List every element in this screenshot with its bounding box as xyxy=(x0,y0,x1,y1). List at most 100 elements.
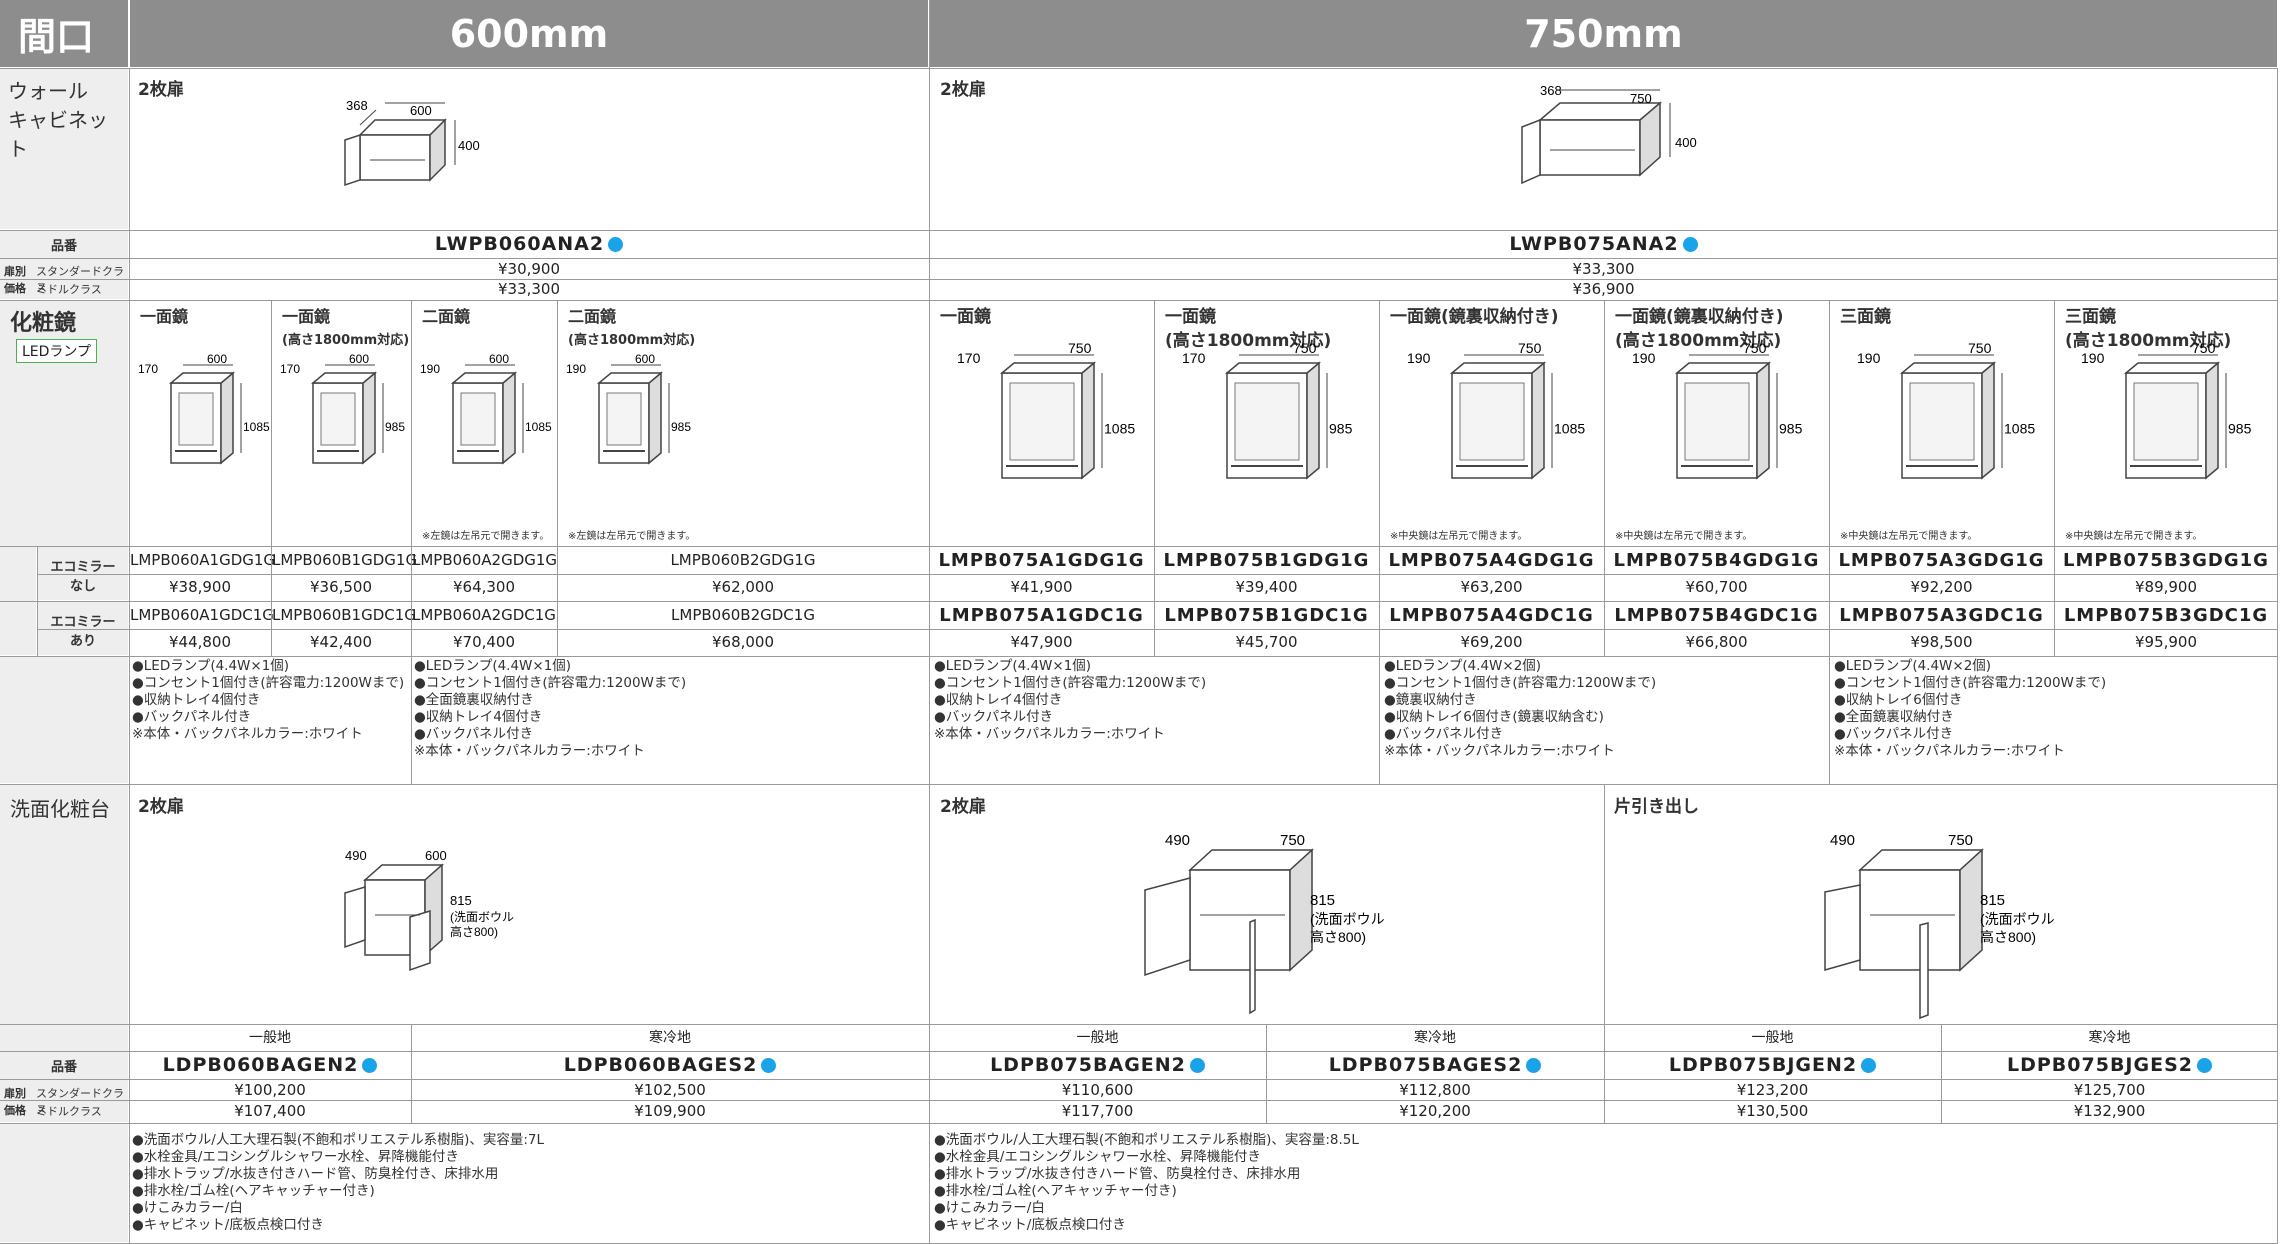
wall-hinban-label: 品番 xyxy=(0,231,128,258)
grid-line xyxy=(1829,301,1830,656)
vanity-750a-note1: (洗面ボウル xyxy=(1310,911,1385,927)
grid-line xyxy=(2054,301,2055,656)
mirror-dim-d: 190 xyxy=(1407,350,1431,366)
wall-750-h: 400 xyxy=(1675,135,1697,150)
mirror-feature-item: ●LEDランプ(4.4W×1個) xyxy=(132,658,290,674)
new-dot-icon xyxy=(761,1058,777,1073)
mirror-price-eco-none: ¥36,500 xyxy=(309,578,373,596)
vanity-std-label: スタンダードクラス xyxy=(36,1087,124,1116)
mirror-label-cell: 化粧鏡 LEDランプ xyxy=(0,301,128,546)
mirror-feat-pad xyxy=(0,657,128,783)
mirror-price-eco-none: ¥64,300 xyxy=(452,578,516,596)
vf600-3: ●排水栓/ゴム栓(ヘアキャッチャー付き) xyxy=(132,1183,375,1199)
mirror-title: 一面鏡 xyxy=(940,307,991,327)
mirror-dim-h: 985 xyxy=(2228,421,2252,437)
mirror-pn-eco: LMPB075A4GDC1G xyxy=(1389,605,1594,626)
mirror-dim-h: 985 xyxy=(1779,421,1803,437)
mirror-price-eco-none: ¥89,900 xyxy=(2134,578,2198,596)
wall-door-600: 2枚扉 xyxy=(138,80,184,100)
mirror-dim-w: 750 xyxy=(1293,343,1317,356)
mirror-feature-item: ●鏡裏収納付き xyxy=(1384,692,1477,708)
mirror-pn-eco: LMPB060B1GDC1G xyxy=(272,606,416,624)
grid-line xyxy=(1379,656,1380,784)
vf750-1: ●水栓金具/エコシングルシャワー水栓、昇降機能付き xyxy=(934,1149,1261,1165)
mirror-feature-item: ●コンセント1個付き(許容電力:1200Wまで) xyxy=(1834,675,2107,691)
mirror-dim-w: 750 xyxy=(1743,343,1767,356)
grid-line xyxy=(0,1100,2278,1101)
mirror-dim-h: 1085 xyxy=(1104,421,1135,437)
grid-line xyxy=(2277,68,2278,1244)
mirror-dim-h: 985 xyxy=(1329,421,1353,437)
wall-pn-600-text: LWPB060ANA2 xyxy=(434,233,605,255)
vanity-mid-price: ¥132,900 xyxy=(2073,1102,2146,1120)
mirror-feature-item: ●収納トレイ4個付き xyxy=(414,709,543,725)
vanity-750b-d: 490 xyxy=(1830,832,1855,849)
vanity-pn: LDPB075BJGES2 xyxy=(1942,1052,2277,1079)
vanity-pn-text: LDPB060BAGEN2 xyxy=(162,1054,359,1076)
mirror-row2-label-a: エコミラー xyxy=(50,615,116,630)
vf600-0: ●洗面ボウル/人工大理石製(不飽和ポリエステル系樹脂)、実容量:7L xyxy=(132,1132,545,1148)
vanity-pn-text: LDPB075BAGEN2 xyxy=(990,1054,1186,1076)
vanity-std-price: ¥123,200 xyxy=(1736,1081,1809,1099)
mirror-label: 化粧鏡 xyxy=(10,311,77,336)
mirror-feature-item: ●全面鏡裏収納付き xyxy=(414,692,534,708)
vanity-drawer-750: 片引き出し xyxy=(1614,797,1699,817)
mirror-feature-list: ●LEDランプ(4.4W×1個)●コンセント1個付き(許容電力:1200Wまで)… xyxy=(934,658,1378,743)
grid-line xyxy=(0,68,2278,69)
mirror-price-eco-none: ¥63,200 xyxy=(1460,578,1523,596)
mirror-dim-d: 190 xyxy=(1632,350,1656,366)
wall-mid-600: ¥33,300 xyxy=(497,280,561,298)
vanity-pn: LDPB060BAGES2 xyxy=(412,1052,928,1079)
mirror-dim-h: 985 xyxy=(671,420,691,434)
mirror-price-eco: ¥44,800 xyxy=(168,633,232,651)
wall-mid-label: ミドルクラス xyxy=(36,283,102,296)
wall-750-w: 750 xyxy=(1630,91,1652,106)
mirror-dim-h: 1085 xyxy=(1554,421,1585,437)
vanity-750a-d: 490 xyxy=(1165,832,1190,849)
mirror-feature-item: ●バックパネル付き xyxy=(132,709,252,725)
vanity-pn-text: LDPB060BAGES2 xyxy=(563,1054,758,1076)
mirror-subtitle: (高さ1800mm対応) xyxy=(1165,331,1332,351)
new-dot-icon xyxy=(1861,1058,1877,1073)
vanity-750b-h: 815 xyxy=(1980,892,2005,909)
mirror-feature-item: ●全面鏡裏収納付き xyxy=(1834,709,1954,725)
mirror-feature-item: ●収納トレイ6個付き(鏡裏収納含む) xyxy=(1384,709,1604,725)
mirror-dim-w: 750 xyxy=(1068,343,1092,356)
mirror-feature-item: ●コンセント1個付き(許容電力:1200Wまで) xyxy=(414,675,687,691)
mirror-pn-eco: LMPB060A2GDC1G xyxy=(412,606,556,624)
mirror-price-eco-none: ¥92,200 xyxy=(1910,578,1973,596)
mirror-title: 二面鏡 xyxy=(422,307,471,326)
vanity-pn: LDPB075BJGEN2 xyxy=(1605,1052,1940,1079)
wall-750-d: 368 xyxy=(1540,85,1562,98)
grid-line xyxy=(0,546,2278,547)
mirror-pn-eco-none: LMPB075A3GDG1G xyxy=(1838,550,2045,571)
mirror-drawing: 170 750 985 xyxy=(1182,343,1353,480)
mirror-feature-item: ●収納トレイ6個付き xyxy=(1834,692,1963,708)
mirror-title: 一面鏡 xyxy=(140,307,189,326)
grid-line xyxy=(1154,301,1155,656)
mirror-feature-item: ●LEDランプ(4.4W×2個) xyxy=(1384,658,1542,674)
mirror-dim-d: 170 xyxy=(1182,350,1206,366)
mirror-dim-h: 1085 xyxy=(243,420,270,434)
mirror-drawing: 190 750 985 xyxy=(1632,343,1803,480)
wall-std-600: ¥30,900 xyxy=(497,260,561,278)
header-600-label: 600mm xyxy=(449,11,609,56)
grid-line xyxy=(271,301,272,656)
mirror-row2-label: エコミラー あり xyxy=(38,602,128,655)
vanity-price-label-a: 扉別 xyxy=(4,1087,26,1100)
header-750-label: 750mm xyxy=(1524,11,1683,56)
grid-line xyxy=(1604,301,1605,656)
new-dot-icon xyxy=(608,237,624,252)
mirror-note: ※左鏡は左吊元で開きます。 xyxy=(568,531,696,542)
vanity-features-600: ●洗面ボウル/人工大理石製(不飽和ポリエステル系樹脂)、実容量:7L ●水栓金具… xyxy=(132,1132,922,1234)
